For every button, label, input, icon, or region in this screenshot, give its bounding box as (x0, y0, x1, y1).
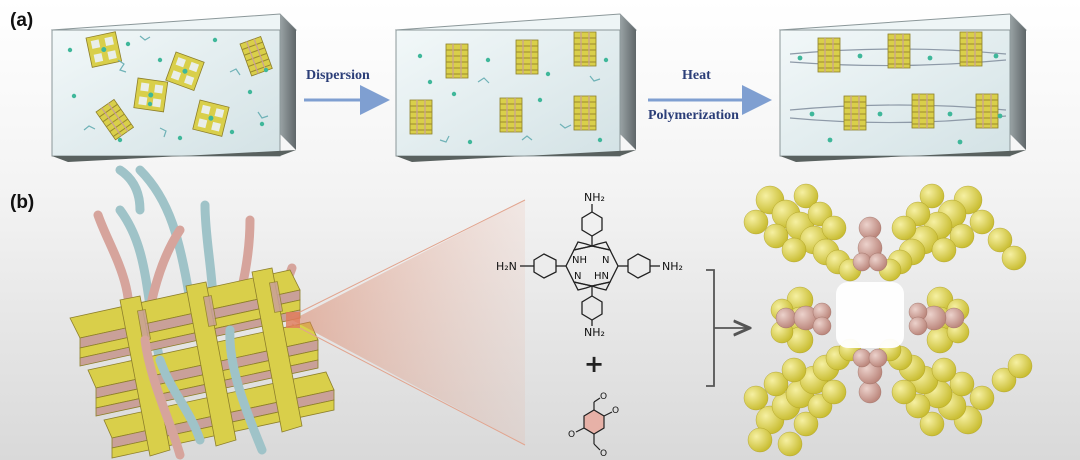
glass-box-3 (778, 13, 1028, 162)
label-n-lower: N (574, 271, 581, 282)
label-nh-upper: NH (572, 255, 587, 266)
label-o-3: O (568, 430, 575, 440)
label-nh2-right: NH₂ (662, 260, 683, 273)
cof-grid (69, 267, 335, 459)
glass-box-2 (394, 13, 638, 162)
pore (836, 282, 904, 348)
bracket (706, 269, 715, 387)
pink-linkers (775, 216, 965, 404)
glass-box-1 (50, 13, 298, 162)
label-o-4: O (600, 449, 607, 459)
polymerization-label: Polymerization (648, 108, 739, 123)
heat-label: Heat (682, 68, 711, 83)
panel-label-b: (b) (10, 192, 35, 213)
zoom-cone (292, 200, 525, 445)
label-o-2: O (612, 406, 619, 416)
fiber-foreground (115, 165, 267, 460)
cof-lattice-with-fibers (69, 165, 335, 460)
label-o-1: O (600, 392, 607, 402)
label-n-upper: N (602, 255, 609, 266)
space-filling-cof-model (743, 183, 1033, 457)
porphyrin-tetraamine-structure (520, 204, 660, 326)
plus-sign: + (584, 350, 604, 378)
label-nh2-bottom: NH₂ (584, 326, 605, 339)
dispersion-label: Dispersion (306, 68, 370, 83)
panel-label-a: (a) (10, 10, 34, 31)
label-hn-lower: HN (594, 271, 609, 282)
label-h2n-left: H₂N (496, 260, 517, 273)
label-nh2-top: NH₂ (584, 191, 605, 204)
dialdehyde-structure (575, 397, 613, 451)
